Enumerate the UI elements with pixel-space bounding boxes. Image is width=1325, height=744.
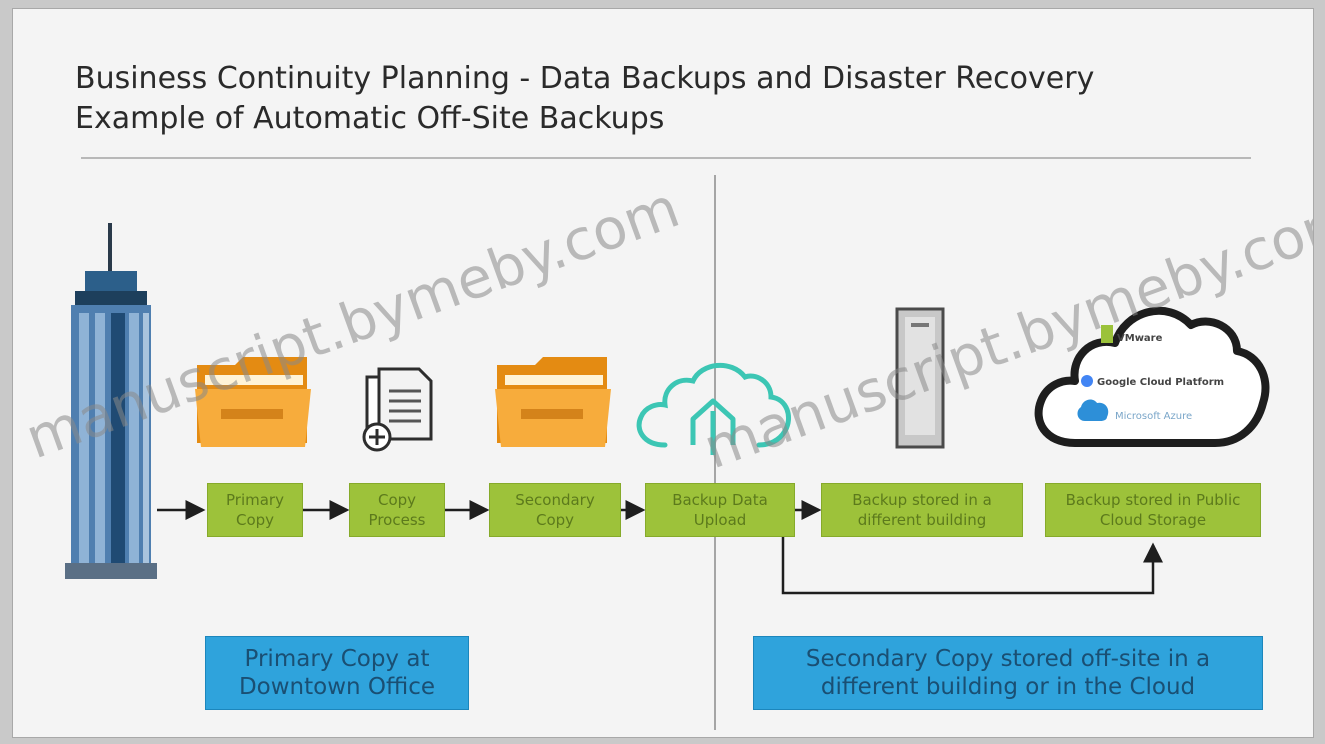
caption-primary: Primary Copy at Downtown Office	[205, 636, 469, 710]
step-label: Copy Process	[368, 491, 426, 529]
flow-arrows	[157, 500, 1163, 595]
page-title: Business Continuity Planning - Data Back…	[75, 59, 1094, 139]
skyscraper-icon	[65, 223, 157, 579]
step-label: Secondary Copy	[515, 491, 595, 529]
step-label: Backup Data Upload	[672, 491, 768, 529]
step-backup-building: Backup stored in a different building	[821, 483, 1023, 537]
provider-vmware: VMware	[1117, 333, 1163, 344]
secondary-folder-icon	[495, 357, 611, 447]
step-primary-copy: Primary Copy	[207, 483, 303, 537]
caption-text: Primary Copy at Downtown Office	[238, 646, 436, 700]
step-backup-upload: Backup Data Upload	[645, 483, 795, 537]
caption-secondary: Secondary Copy stored off-site in a diff…	[753, 636, 1263, 710]
step-label: Primary Copy	[226, 491, 284, 529]
title-line-1: Business Continuity Planning - Data Back…	[75, 61, 1095, 96]
step-secondary-copy: Secondary Copy	[489, 483, 621, 537]
title-rule	[81, 157, 1251, 159]
slide: Business Continuity Planning - Data Back…	[12, 8, 1314, 738]
document-copy-icon	[362, 367, 433, 452]
arrow-upload-to-cloud	[781, 537, 1163, 595]
provider-azure: Microsoft Azure	[1115, 411, 1192, 422]
step-label: Backup stored in a different building	[852, 491, 992, 529]
cloud-upload-icon	[636, 362, 791, 455]
step-label: Backup stored in Public Cloud Storage	[1065, 491, 1241, 529]
provider-google: Google Cloud Platform	[1097, 377, 1224, 388]
primary-folder-icon	[195, 357, 311, 447]
server-tower-icon	[895, 307, 945, 449]
public-cloud-icon: VMware Google Cloud Platform Microsoft A…	[1034, 306, 1270, 447]
caption-text: Secondary Copy stored off-site in a diff…	[805, 646, 1211, 700]
title-line-2: Example of Automatic Off-Site Backups	[75, 101, 665, 136]
step-backup-cloud: Backup stored in Public Cloud Storage	[1045, 483, 1261, 537]
step-copy-process: Copy Process	[349, 483, 445, 537]
